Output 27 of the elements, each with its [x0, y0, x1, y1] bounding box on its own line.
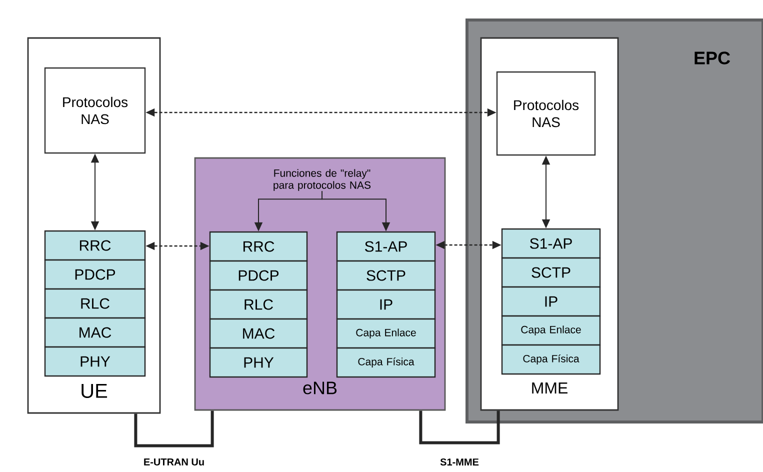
- edge-label: E-UTRAN Uu: [144, 458, 204, 466]
- protocol-layer: PDCP: [44, 259, 146, 290]
- protocol-layer: PHY: [209, 347, 308, 378]
- protocol-layer: IP: [336, 289, 436, 320]
- protocol-layer: Capa Enlace: [336, 318, 436, 349]
- protocol-layer: S1-AP: [336, 231, 436, 262]
- protocol-layer: PHY: [44, 346, 146, 377]
- protocol-layer: RRC: [44, 230, 146, 261]
- protocol-layer: RRC: [209, 231, 308, 262]
- protocol-box: Protocolos NAS: [44, 67, 146, 154]
- protocol-layer: Capa Física: [336, 347, 436, 378]
- protocol-layer: RLC: [44, 288, 146, 319]
- edge-label: S1-MME: [440, 458, 479, 466]
- connector: [419, 410, 500, 444]
- protocol-layer: SCTP: [336, 260, 436, 291]
- protocol-layer: RLC: [209, 289, 308, 320]
- protocol-layer: MAC: [44, 317, 146, 348]
- protocol-layer: S1-AP: [501, 228, 601, 259]
- protocol-layer: Capa Física: [501, 344, 601, 375]
- protocol-layer: IP: [501, 286, 601, 317]
- heading-text: Funciones de "relay" para protocolos NAS: [274, 169, 371, 191]
- protocol-layer: Capa Enlace: [501, 315, 601, 346]
- connector: [134, 410, 214, 448]
- protocol-layer: MAC: [209, 318, 308, 349]
- protocol-layer: SCTP: [501, 257, 601, 288]
- protocol-box: Protocolos NAS: [496, 71, 596, 156]
- protocol-layer: PDCP: [209, 260, 308, 291]
